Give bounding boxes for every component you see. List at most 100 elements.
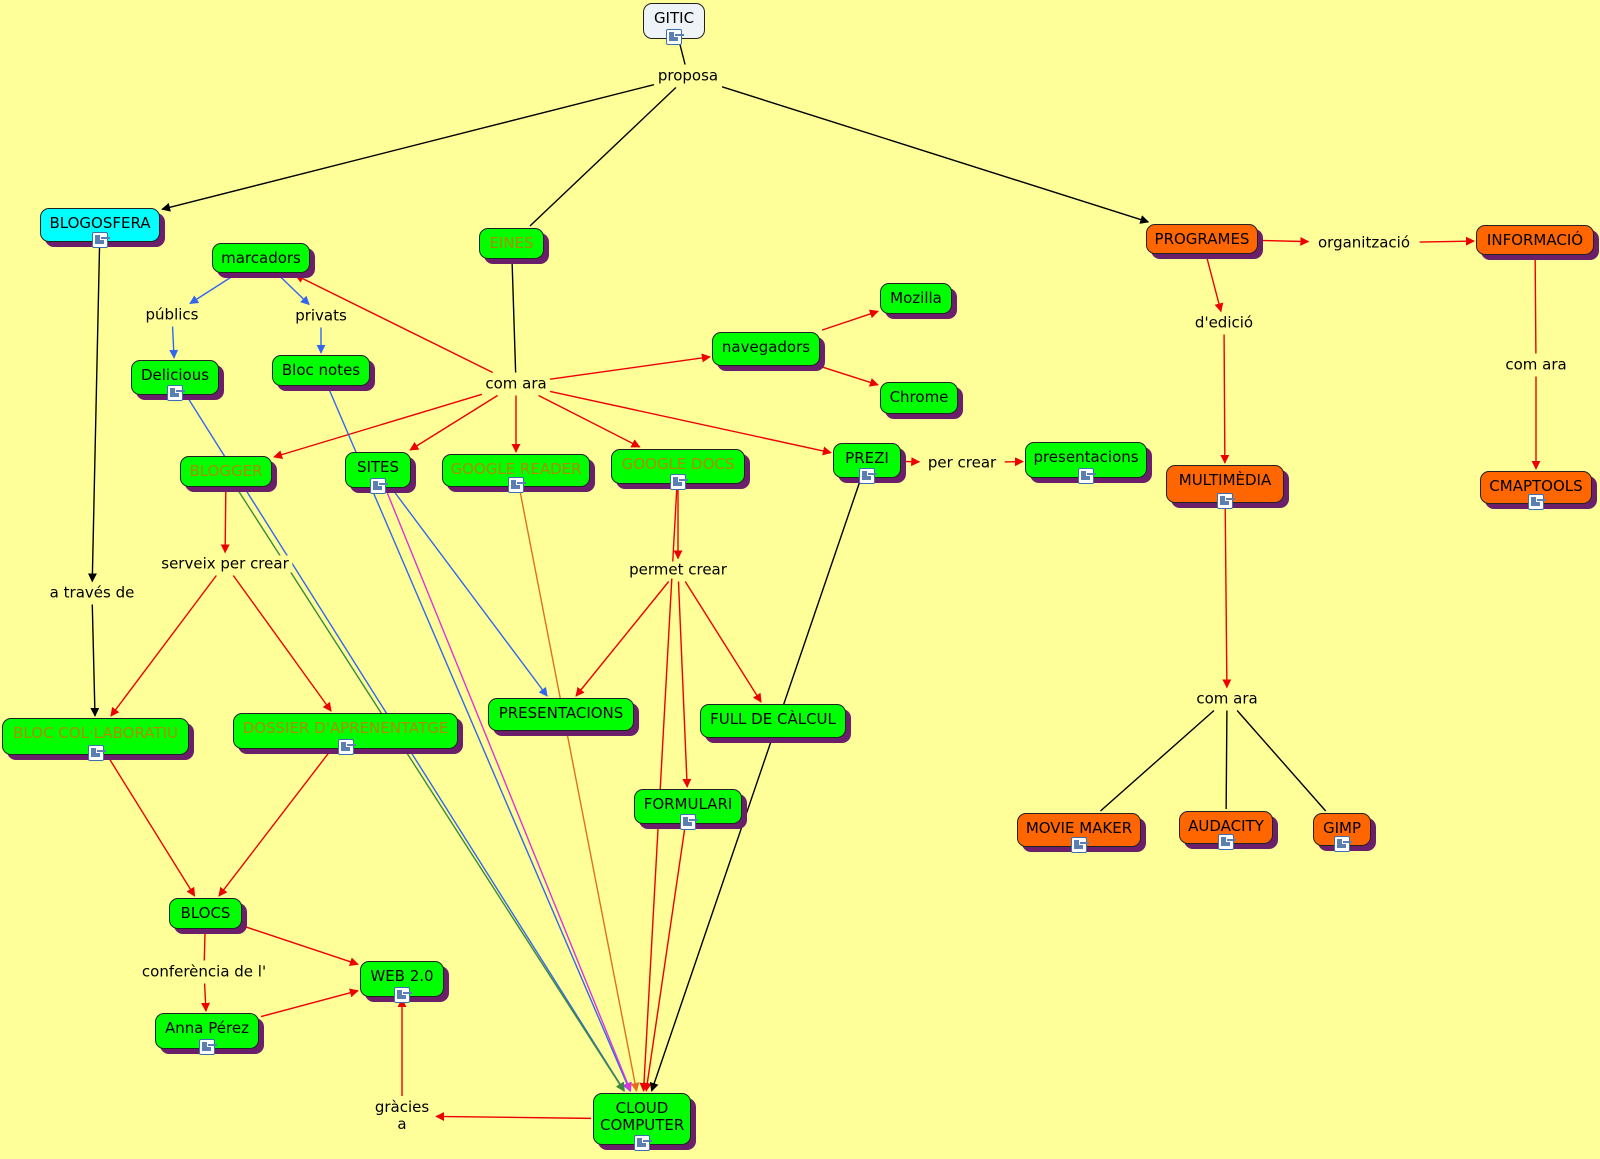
document-icon[interactable] — [1078, 468, 1094, 484]
linking-phrase-organitzacio[interactable]: organització — [1314, 234, 1414, 252]
linking-phrase-atraves[interactable]: a través de — [46, 584, 138, 602]
linking-phrase-dedicio[interactable]: d'edició — [1191, 314, 1257, 332]
concept-bloccol[interactable]: BLOC COL·LABORATIU — [2, 718, 189, 761]
concept-delicious[interactable]: Delicious — [131, 360, 219, 401]
link-permet-to-presentacions_u — [575, 581, 670, 697]
document-icon[interactable] — [680, 814, 696, 830]
link-comara_multi-to-moviemaker — [1100, 709, 1215, 812]
linking-phrase-permet[interactable]: permet crear — [626, 561, 730, 579]
document-icon[interactable] — [670, 474, 686, 490]
concept-label: BLOGGER — [189, 462, 263, 480]
concept-informacio[interactable]: INFORMACIÓ — [1476, 225, 1594, 255]
concept-dossier[interactable]: DOSSIER D'APRENENTATGE — [233, 713, 458, 755]
document-icon[interactable] — [87, 745, 104, 761]
concept-blocnotes[interactable]: Bloc notes — [272, 355, 370, 386]
document-icon[interactable] — [370, 478, 386, 494]
document-icon[interactable] — [666, 29, 682, 45]
concept-presentacions_u[interactable]: PRESENTACIONS — [488, 698, 634, 731]
concept-eines[interactable]: EINES — [479, 228, 544, 259]
concept-label: Delicious — [140, 366, 210, 384]
link-permet-to-formulari — [677, 581, 692, 788]
document-icon[interactable] — [1218, 834, 1234, 850]
concept-cmaptools[interactable]: CMAPTOOLS — [1480, 471, 1592, 510]
concept-presentacions_l[interactable]: presentacions — [1025, 442, 1147, 484]
link-comara_main-to-navegadors — [550, 353, 711, 380]
concept-label: Mozilla — [890, 289, 942, 307]
link-comara_main-to-blogger — [273, 393, 483, 459]
document-icon[interactable] — [337, 739, 354, 755]
concept-web20[interactable]: WEB 2.0 — [360, 961, 444, 1003]
linking-phrase-publics[interactable]: públics — [142, 306, 202, 324]
document-icon[interactable] — [1217, 493, 1233, 509]
document-icon[interactable] — [394, 987, 410, 1003]
linking-phrase-percrear[interactable]: per crear — [924, 454, 1000, 472]
document-icon[interactable] — [92, 232, 108, 248]
concept-blogger[interactable]: BLOGGER — [180, 456, 272, 487]
link-proposa-to-eines — [529, 86, 677, 227]
concept-navegadors[interactable]: navegadors — [712, 332, 820, 366]
link-blogosfera-to-atraves — [87, 243, 101, 583]
document-icon[interactable] — [199, 1039, 215, 1055]
document-icon[interactable] — [1334, 836, 1350, 852]
link-sites-to-presentacions_u — [392, 489, 548, 697]
concept-chrome[interactable]: Chrome — [880, 382, 958, 414]
concept-label: DOSSIER D'APRENENTATGE — [242, 719, 449, 737]
link-comara_main-to-marcadors — [294, 274, 494, 374]
linking-phrase-proposa[interactable]: proposa — [654, 67, 722, 85]
document-icon[interactable] — [1528, 494, 1544, 510]
concept-programes[interactable]: PROGRAMES — [1146, 224, 1258, 254]
concept-formulari[interactable]: FORMULARI — [634, 789, 742, 830]
link-proposa-to-programes — [721, 86, 1150, 224]
link-comara_main-to-sites — [409, 394, 498, 451]
concept-blogosfera[interactable]: BLOGOSFERA — [40, 208, 160, 248]
linking-phrase-comara_multi[interactable]: com ara — [1193, 690, 1261, 708]
link-permet-to-fullcalcul — [684, 581, 762, 703]
link-comara_multi-to-audacity — [1225, 710, 1228, 810]
concept-prezi[interactable]: PREZI — [833, 443, 901, 484]
concept-multimedia[interactable]: MULTIMÈDIA — [1166, 465, 1284, 509]
linking-phrase-comara_main[interactable]: com ara — [482, 375, 550, 393]
document-icon[interactable] — [859, 468, 875, 484]
link-navegadors-to-mozilla — [821, 309, 879, 331]
linking-phrase-serveix[interactable]: serveix per crear — [158, 555, 292, 573]
linking-phrase-conferencia[interactable]: conferència de l' — [138, 963, 270, 981]
concept-label: WEB 2.0 — [370, 967, 434, 985]
link-sites-to-cloud — [385, 489, 632, 1092]
concept-label: CMAPTOOLS — [1489, 477, 1583, 495]
concept-blocs[interactable]: BLOCS — [169, 898, 242, 929]
link-navegadors-to-chrome — [821, 366, 879, 387]
concept-moviemaker[interactable]: MOVIE MAKER — [1017, 813, 1141, 853]
concept-fullcalcul[interactable]: FULL DE CÀLCUL — [700, 704, 846, 738]
document-icon[interactable] — [167, 385, 183, 401]
concept-gimp[interactable]: GIMP — [1313, 813, 1371, 852]
concept-audacity[interactable]: AUDACITY — [1179, 811, 1273, 850]
link-informacio-to-comara_info — [1534, 256, 1537, 354]
concept-label: presentacions — [1033, 448, 1139, 466]
document-icon[interactable] — [508, 477, 524, 493]
concept-sites[interactable]: SITES — [345, 452, 411, 494]
concept-label: SITES — [356, 458, 400, 476]
linking-phrase-line: a — [397, 1115, 407, 1133]
concept-greader[interactable]: GOOGLE READER — [442, 454, 590, 493]
concept-mozilla[interactable]: Mozilla — [880, 283, 952, 314]
concept-gitic[interactable]: GITIC — [643, 3, 705, 45]
link-marcadors-to-privats — [278, 274, 310, 306]
document-icon[interactable] — [634, 1135, 650, 1151]
link-organitzacio-to-informacio — [1419, 236, 1475, 246]
concept-label: GOOGLE DOCS — [621, 455, 735, 473]
concept-gdocs[interactable]: GOOGLE DOCS — [611, 449, 745, 490]
concept-label: GIMP — [1322, 819, 1362, 837]
concept-label: BLOCS — [180, 904, 231, 922]
link-formulari-to-cloud — [642, 825, 686, 1092]
linking-phrase-privats[interactable]: privats — [292, 307, 350, 325]
concept-marcadors[interactable]: marcadors — [212, 243, 310, 273]
document-icon[interactable] — [1071, 837, 1087, 853]
concept-label: AUDACITY — [1188, 817, 1264, 835]
link-dossier-to-blocs — [218, 750, 331, 897]
link-bloccol-to-blocs — [107, 756, 196, 897]
concept-annaperez[interactable]: Anna Pérez — [155, 1013, 259, 1055]
linking-phrase-comara_info[interactable]: com ara — [1502, 356, 1570, 374]
link-serveix-to-bloccol — [110, 575, 217, 717]
